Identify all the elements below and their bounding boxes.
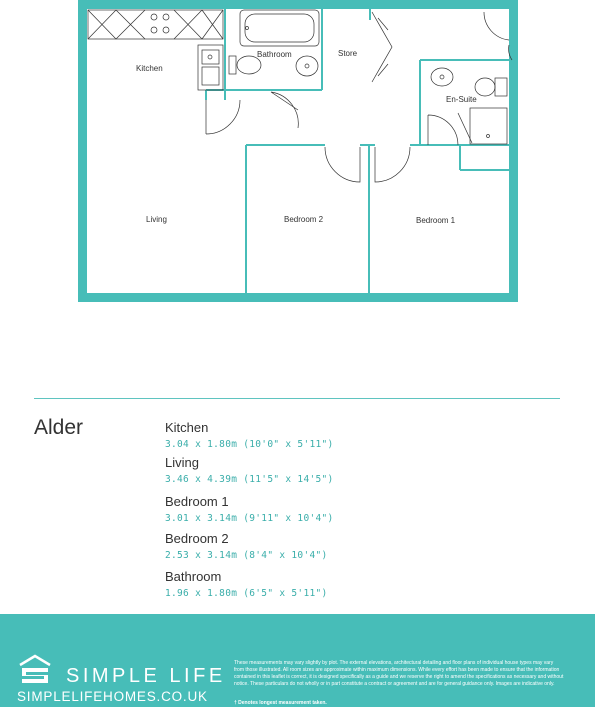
spec-name: Living [165,455,199,470]
spec-name: Bathroom [165,569,222,584]
room-label-bathroom: Bathroom [257,50,292,59]
inner-walls [205,9,509,293]
spec-bedroom-1: Bedroom 1 3.01 x 3.14m (9'11" x 10'4") [165,494,334,524]
house-type-name: Alder [34,416,84,439]
measurement-note: † Denotes longest measurement taken. [234,700,327,706]
kitchen-fixtures [87,9,224,91]
room-label-en-suite: En-Suite [446,95,477,104]
spec-dims: 1.96 x 1.80m (6'5" x 5'11") [165,588,328,599]
bathroom-fixtures [228,9,320,77]
brand-name: SIMPLE LIFE [66,665,226,687]
spec-dims: 3.01 x 3.14m (9'11" x 10'4") [165,513,334,524]
room-label-bedroom-1: Bedroom 1 [416,216,456,225]
house-logo-icon [19,654,51,683]
room-label-bedroom-2: Bedroom 2 [284,215,324,224]
spec-name: Bedroom 2 [165,531,229,546]
door-swings [205,11,513,183]
floor-plan: Kitchen Bathroom Store En-Suite Living B… [78,0,518,302]
ensuite-fixtures [430,67,508,145]
room-label-kitchen: Kitchen [136,64,163,73]
divider-line [34,398,560,399]
spec-bedroom-2: Bedroom 2 2.53 x 3.14m (8'4" x 10'4") [165,531,328,561]
spec-dims: 3.04 x 1.80m (10'0" x 5'11") [165,439,334,450]
outer-walls [78,0,518,302]
room-label-living: Living [146,215,167,224]
spec-name: Kitchen [165,420,209,435]
room-label-store: Store [338,49,358,58]
disclaimer-text: These measurements may vary slightly by … [234,660,564,687]
spec-name: Bedroom 1 [165,494,229,509]
spec-kitchen: Kitchen 3.04 x 1.80m (10'0" x 5'11") [165,420,334,450]
spec-bathroom: Bathroom 1.96 x 1.80m (6'5" x 5'11") [165,569,328,599]
spec-dims: 2.53 x 3.14m (8'4" x 10'4") [165,550,328,561]
spec-living: Living 3.46 x 4.39m (11'5" x 14'5") [165,455,334,485]
brand-url-link[interactable]: SIMPLELIFEHOMES.CO.UK [17,689,208,704]
footer-banner: SIMPLE LIFE SIMPLELIFEHOMES.CO.UK These … [0,614,595,707]
spec-dims: 3.46 x 4.39m (11'5" x 14'5") [165,474,334,485]
